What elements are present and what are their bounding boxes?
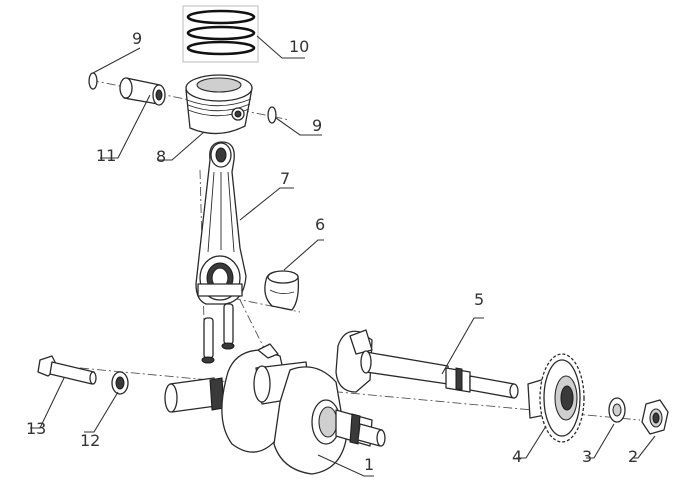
bearing-shell[interactable] bbox=[264, 270, 300, 311]
callout-12: 12 bbox=[80, 431, 100, 450]
balance-shaft[interactable] bbox=[335, 329, 519, 399]
crankshaft[interactable] bbox=[164, 343, 386, 475]
piston-pin[interactable] bbox=[119, 77, 166, 106]
callout-1: 1 bbox=[364, 455, 374, 474]
callout-8: 8 bbox=[156, 147, 166, 166]
callout-4: 4 bbox=[512, 447, 522, 466]
callout-3: 3 bbox=[582, 447, 592, 466]
piston[interactable] bbox=[185, 74, 253, 135]
callout-2: 2 bbox=[628, 447, 638, 466]
callout-9-top: 9 bbox=[132, 29, 142, 48]
washer-right[interactable] bbox=[608, 397, 626, 423]
circlip-left[interactable] bbox=[88, 72, 98, 90]
callout-10: 10 bbox=[289, 37, 309, 56]
circlip-right[interactable] bbox=[267, 106, 277, 124]
callout-11: 11 bbox=[96, 146, 116, 165]
leader-lines bbox=[30, 35, 656, 477]
drive-gear[interactable] bbox=[527, 353, 585, 443]
piston-rings[interactable] bbox=[182, 5, 259, 63]
washer-left[interactable] bbox=[111, 371, 129, 395]
callout-5: 5 bbox=[474, 290, 484, 309]
callout-6: 6 bbox=[315, 215, 325, 234]
callout-13: 13 bbox=[26, 419, 46, 438]
crank-bolt[interactable] bbox=[37, 355, 97, 385]
callout-labels: 10 9 9 11 8 7 6 5 1 4 3 2 12 13 bbox=[26, 29, 638, 474]
connecting-rod[interactable] bbox=[195, 141, 247, 364]
callout-9-right: 9 bbox=[312, 116, 322, 135]
callout-7: 7 bbox=[280, 169, 290, 188]
nut[interactable] bbox=[641, 399, 669, 435]
